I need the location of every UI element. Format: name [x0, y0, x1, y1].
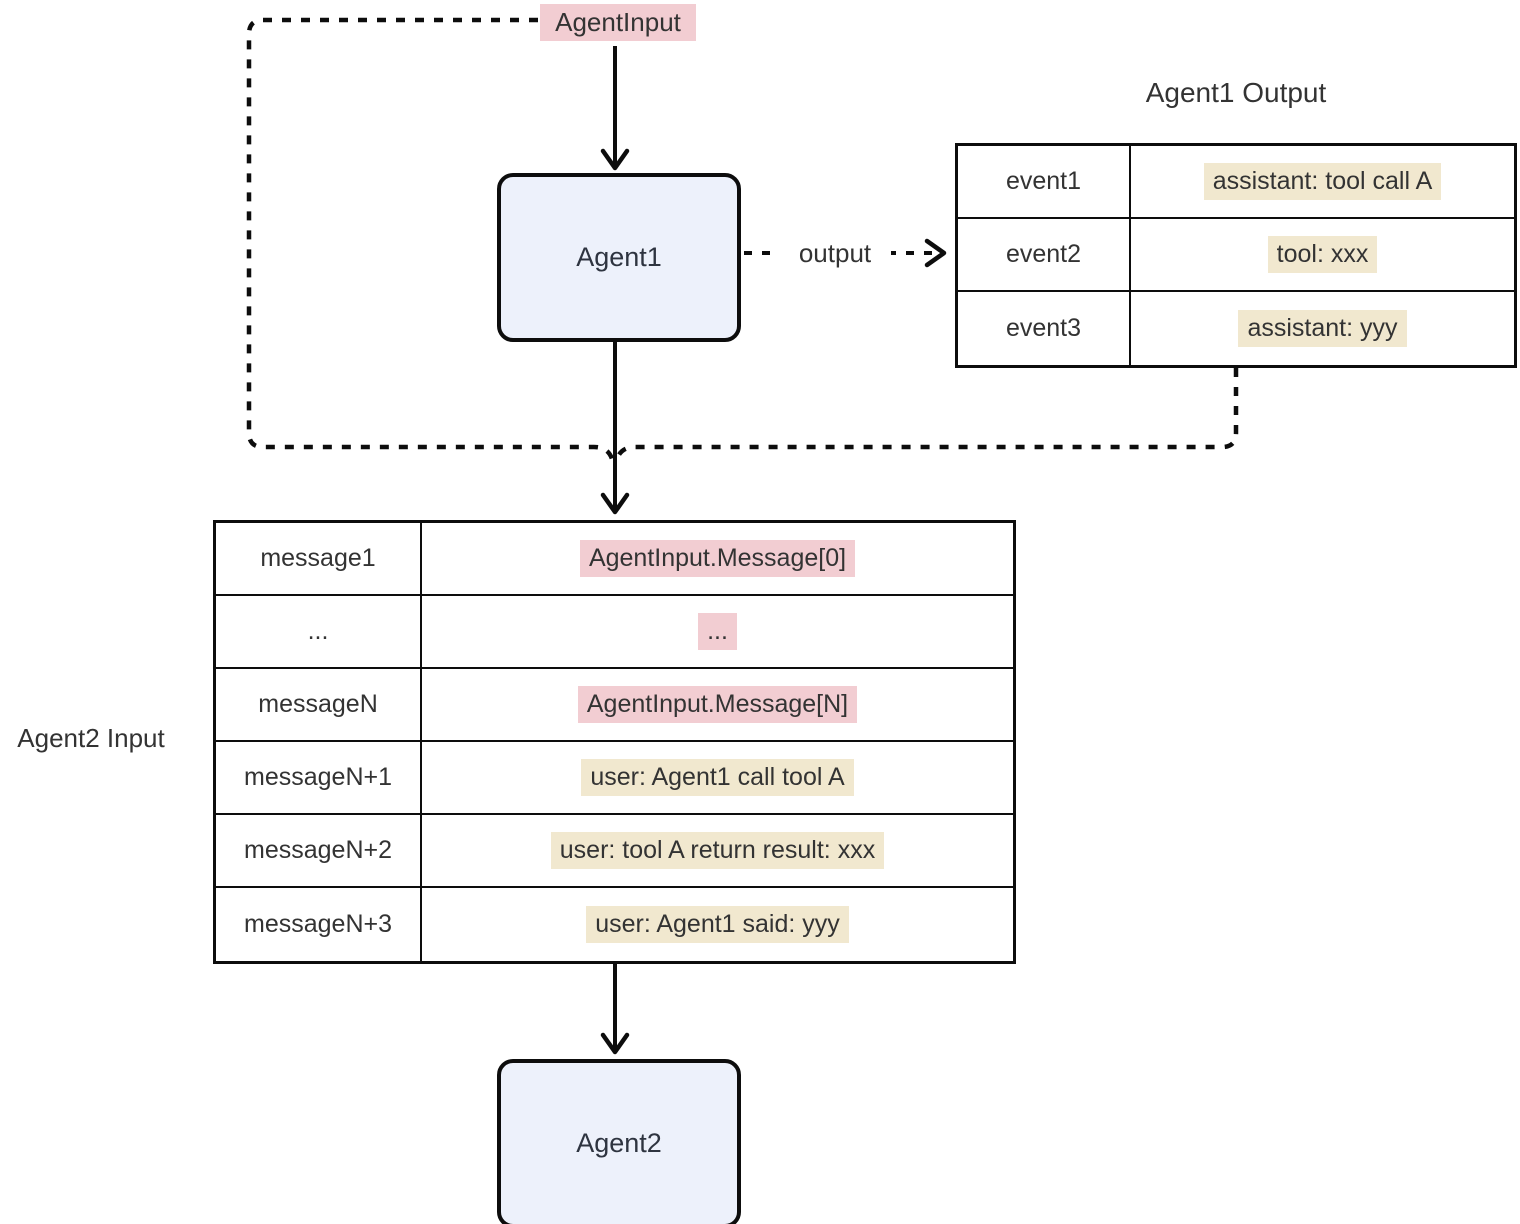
output-row-value: assistant: tool call A	[1131, 146, 1514, 219]
input-row-key: ...	[216, 596, 422, 669]
agent1-node: Agent1	[497, 173, 741, 342]
input-row-key: messageN	[216, 669, 422, 742]
input-value-highlight: ...	[698, 613, 737, 650]
dashed-loop-from-agentinput	[246, 17, 615, 460]
dashed-loop-from-agent1-output	[614, 368, 1239, 460]
agent1-node-label: Agent1	[576, 242, 662, 272]
output-value-highlight: assistant: tool call A	[1203, 163, 1442, 200]
input-row-key: messageN+1	[216, 742, 422, 815]
input-row-value: user: Agent1 call tool A	[422, 742, 1013, 815]
input-row-value: user: tool A return result: xxx	[422, 815, 1013, 888]
agent2-node-label: Agent2	[576, 1128, 662, 1158]
agent2-node: Agent2	[497, 1059, 741, 1224]
agent1-output-title: Agent1 Output	[1145, 77, 1327, 108]
input-row-value: AgentInput.Message[0]	[422, 523, 1013, 596]
output-edge-label: output	[779, 235, 891, 271]
agent-input-label: AgentInput	[540, 4, 696, 41]
input-row-key: message1	[216, 523, 422, 596]
input-row-key: messageN+3	[216, 888, 422, 961]
input-value-highlight: user: tool A return result: xxx	[550, 832, 885, 869]
agent1-output-table: event1 assistant: tool call A event2 too…	[955, 143, 1517, 368]
input-row-value: user: Agent1 said: yyy	[422, 888, 1013, 961]
output-row-value: assistant: yyy	[1131, 292, 1514, 365]
output-value-highlight: assistant: yyy	[1238, 310, 1407, 347]
output-row-key: event2	[958, 219, 1131, 292]
input-value-highlight: user: Agent1 said: yyy	[586, 906, 849, 943]
output-row-key: event1	[958, 146, 1131, 219]
output-row-value: tool: xxx	[1131, 219, 1514, 292]
input-row-value: ...	[422, 596, 1013, 669]
input-row-value: AgentInput.Message[N]	[422, 669, 1013, 742]
output-value-highlight: tool: xxx	[1267, 236, 1378, 273]
input-row-key: messageN+2	[216, 815, 422, 888]
input-value-highlight: AgentInput.Message[N]	[577, 686, 858, 723]
output-row-key: event3	[958, 292, 1131, 365]
agent2-input-title: Agent2 Input	[17, 722, 165, 753]
input-value-highlight: AgentInput.Message[0]	[579, 540, 856, 577]
input-value-highlight: user: Agent1 call tool A	[581, 759, 854, 796]
agent2-input-table: message1 AgentInput.Message[0] ... ... m…	[213, 520, 1016, 964]
